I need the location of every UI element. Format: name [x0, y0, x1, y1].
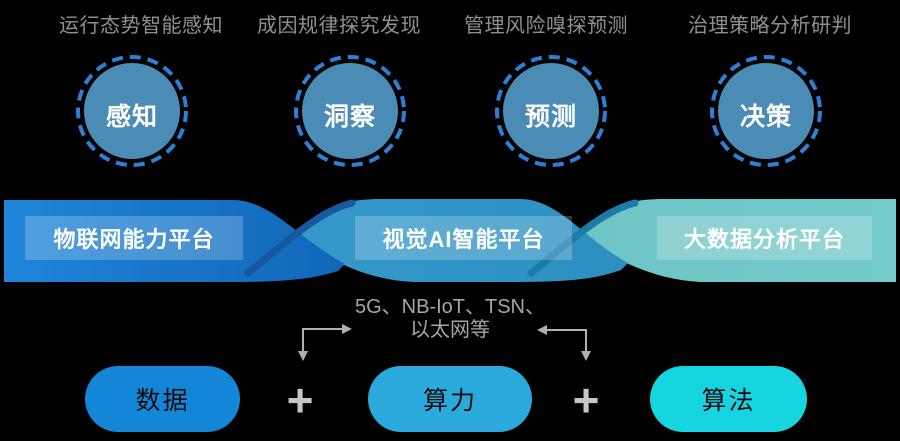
foundation-pill-data: 数据 — [85, 366, 240, 432]
stage-circle-prediction — [495, 55, 607, 167]
stage-circle-insight — [294, 55, 406, 167]
foundation-pill-label: 数据 — [135, 387, 190, 415]
plus-icon: + — [572, 374, 600, 426]
stage-circle-label: 洞察 — [323, 103, 376, 131]
stage-circle-decision — [710, 55, 822, 167]
stage-circle-perception — [76, 55, 188, 167]
elbow-arrow-left-icon — [298, 324, 352, 361]
stage-caption: 管理风险嗅探预测 — [464, 15, 628, 37]
platform-label-visual-ai: 视觉AI智能平台 — [355, 216, 572, 260]
platform-label-bigdata: 大数据分析平台 — [657, 216, 872, 260]
ribbon-segment-bigdata — [578, 199, 896, 282]
ribbon-twist-left-icon — [244, 199, 356, 277]
network-note: 5G、NB-IoT、TSN、 以太网等 — [318, 296, 582, 342]
ribbon-twist-right-icon — [527, 199, 639, 277]
network-note-line2: 以太网等 — [410, 319, 490, 341]
foundation-pill-computing: 算力 — [368, 366, 532, 432]
foundation-pill-label: 算力 — [422, 387, 477, 415]
platform-label-iot: 物联网能力平台 — [25, 216, 243, 260]
foundation-pill-algorithm: 算法 — [650, 366, 807, 432]
stage-caption: 治理策略分析研判 — [688, 15, 852, 37]
stage-caption: 成因规律探究发现 — [257, 15, 421, 37]
network-note-line1: 5G、NB-IoT、TSN、 — [354, 296, 546, 318]
stage-caption: 运行态势智能感知 — [59, 15, 223, 37]
stage-circle-label: 感知 — [105, 103, 158, 131]
elbow-arrow-right-icon — [537, 325, 591, 361]
plus-icon: + — [286, 374, 314, 426]
stage-circle-label: 决策 — [739, 103, 792, 131]
foundation-pill-label: 算法 — [701, 387, 756, 415]
stage-circle-label: 预测 — [524, 103, 577, 131]
